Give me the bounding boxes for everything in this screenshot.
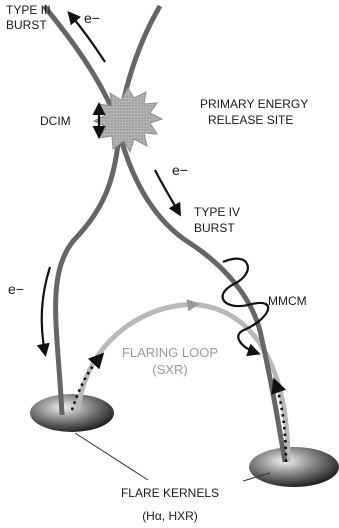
flare-kernels-label-line1: FLARE KERNELS: [121, 486, 219, 500]
type3-label-line2: BURST: [6, 18, 47, 32]
electron-top-label: e−: [84, 10, 100, 26]
field-line-right-lower: [118, 128, 285, 462]
flaring-loop: [78, 304, 288, 462]
flaring-loop-label-line2: (SXR): [152, 362, 187, 377]
left-electron-arrow-icon: [42, 267, 50, 353]
primary-release-label-line2: RELEASE SITE: [208, 113, 293, 127]
right-flare-kernel: [249, 447, 339, 487]
mmcm-label: MMCM: [268, 294, 307, 308]
type4-label-line2: BURST: [194, 221, 235, 235]
flaring-loop-label-line1: FLARING LOOP: [122, 345, 218, 360]
dcim-label: DCIM: [40, 114, 71, 128]
kernel-leader-left: [75, 433, 148, 480]
electron-left-label: e−: [8, 281, 24, 297]
left-flare-kernel: [30, 394, 114, 432]
flare-kernels-label-line2: (Hα, HXR): [142, 509, 198, 523]
type4-label-line1: TYPE IV: [194, 205, 240, 219]
electron-mid-label: e−: [172, 162, 188, 178]
type3-label-line1: TYPE III: [6, 3, 51, 17]
primary-release-label-line1: PRIMARY ENERGY: [200, 97, 308, 111]
